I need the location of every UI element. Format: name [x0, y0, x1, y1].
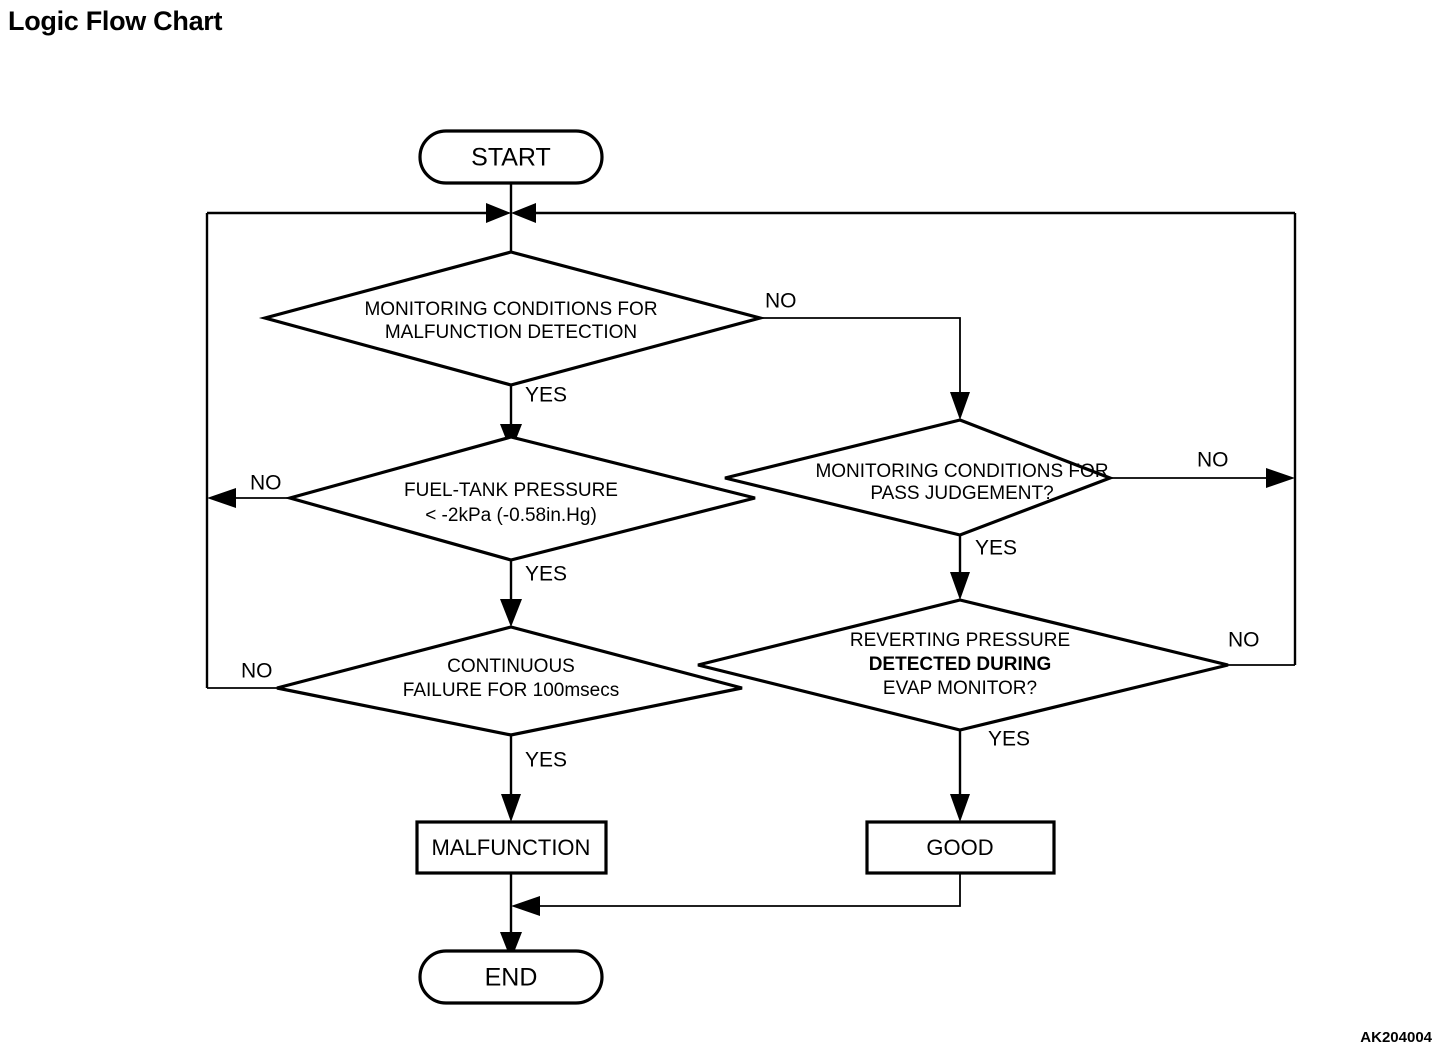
arrowhead-left-loop-in: [486, 203, 511, 223]
node-decision-fuel-tank-pressure[interactable]: [284, 435, 756, 562]
node-d1-line2: MALFUNCTION DETECTION: [385, 322, 637, 343]
arrowhead-d1-no: [950, 392, 970, 420]
edge-label-d5-yes: YES: [988, 728, 1030, 751]
figure-code: AK204004: [1360, 1029, 1432, 1046]
edge-label-d4-yes: YES: [975, 537, 1017, 560]
edge-label-d1-yes: YES: [525, 384, 567, 407]
edge-label-d3-yes: YES: [525, 749, 567, 772]
node-start[interactable]: [418, 129, 604, 185]
arrowhead-d4-yes: [950, 572, 970, 600]
node-decision-reverting-pressure[interactable]: [697, 598, 1229, 732]
page-title: Logic Flow Chart: [8, 6, 223, 36]
edge-label-d2-no: NO: [250, 472, 282, 495]
node-malfunction[interactable]: [415, 820, 608, 875]
arrowhead-d2-yes: [500, 599, 522, 627]
edge-label-d1-no: NO: [765, 290, 797, 313]
arrowhead-to-end: [500, 932, 522, 960]
node-decision-monitoring-malfunction[interactable]: [258, 250, 767, 387]
node-d2-line1: FUEL-TANK PRESSURE: [404, 480, 618, 501]
node-d4-line1: MONITORING CONDITIONS FOR: [815, 461, 1108, 482]
node-good-label: GOOD: [926, 835, 993, 860]
node-d1-line1: MONITORING CONDITIONS FOR: [364, 299, 657, 320]
edge-label-d4-no: NO: [1197, 449, 1229, 472]
edge-label-d3-no: NO: [241, 660, 273, 683]
node-end-label: END: [485, 964, 538, 992]
node-d5-line3: EVAP MONITOR?: [883, 678, 1037, 699]
node-d2-line2: < -2kPa (-0.58in.Hg): [425, 505, 597, 526]
node-d3-line2: FAILURE FOR 100msecs: [403, 680, 619, 701]
node-d3-line1: CONTINUOUS: [447, 656, 575, 677]
arrowhead-d5-yes: [950, 794, 970, 822]
edge-label-d2-yes: YES: [525, 563, 567, 586]
arrowhead-right-loop-in: [511, 203, 536, 223]
arrowhead-d2-no: [207, 488, 236, 508]
arrowhead-d3-yes: [501, 794, 521, 822]
arrowhead-good-merge: [511, 896, 540, 916]
node-malfunction-label: MALFUNCTION: [432, 835, 591, 860]
node-decision-continuous-failure[interactable]: [276, 625, 743, 737]
node-start-label: START: [471, 144, 551, 172]
edge-label-d5-no: NO: [1228, 629, 1260, 652]
node-d4-line2: PASS JUDGEMENT?: [870, 483, 1053, 504]
arrowhead-d4-no: [1266, 468, 1295, 488]
node-d5-line1: REVERTING PRESSURE: [850, 630, 1070, 651]
node-d5-line2: DETECTED DURING: [869, 654, 1052, 675]
node-end[interactable]: [418, 949, 604, 1005]
node-decision-pass-judgement[interactable]: [724, 418, 1115, 537]
edge-good-to-end: [529, 873, 961, 907]
node-good[interactable]: [865, 820, 1056, 875]
edge-d1-no: [760, 317, 961, 398]
